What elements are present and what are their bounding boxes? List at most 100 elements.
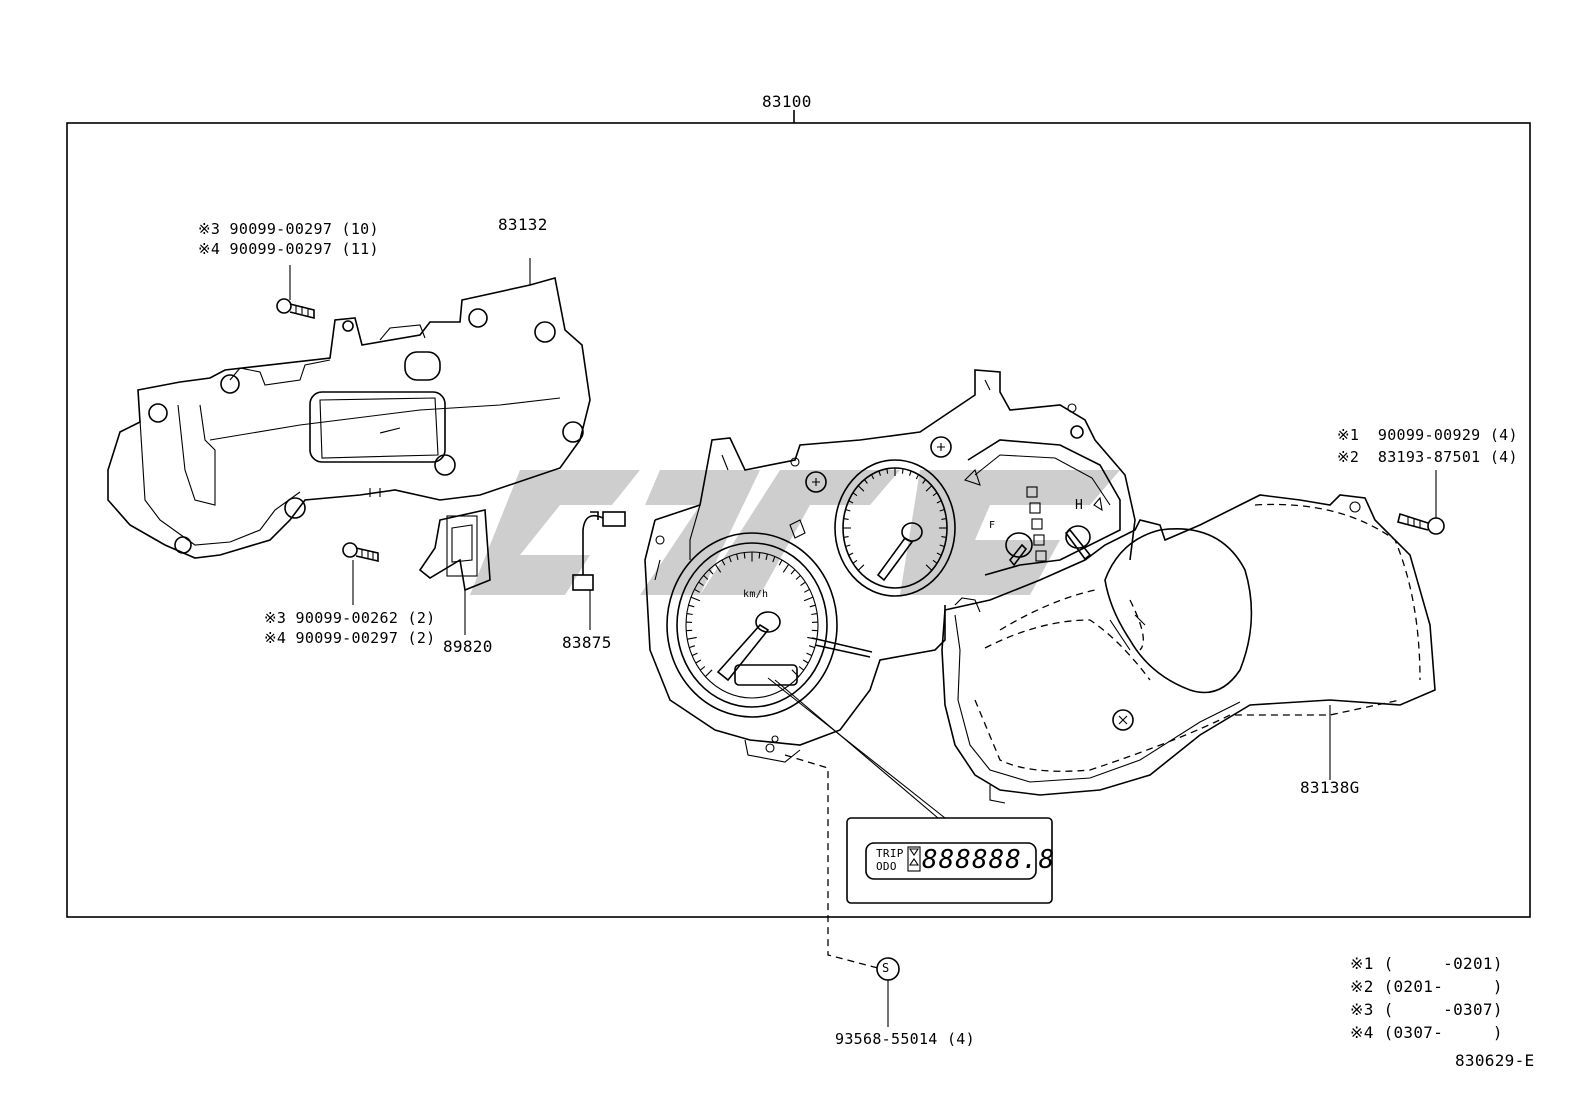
upper-case-part[interactable] bbox=[107, 258, 591, 559]
standard-part-symbol: S bbox=[882, 961, 890, 975]
gauge-tick bbox=[743, 552, 746, 559]
gauge-tick bbox=[925, 485, 933, 492]
gauge-tick bbox=[863, 479, 868, 484]
gauge-tick bbox=[714, 563, 722, 573]
gauge-tick bbox=[804, 588, 810, 593]
gauge-tick bbox=[772, 556, 776, 563]
speedometer-ticks bbox=[686, 552, 818, 677]
gauge-tick bbox=[782, 563, 790, 573]
gauge-tick bbox=[857, 564, 865, 571]
gauge-tick bbox=[852, 559, 858, 564]
gauge-tick bbox=[803, 596, 814, 602]
gauge-tick bbox=[852, 492, 858, 497]
gauge-tick bbox=[708, 569, 714, 575]
top-screw-callout-2[interactable]: ※4 90099-00297 (11) bbox=[198, 240, 379, 258]
resistor-part[interactable] bbox=[418, 509, 491, 635]
gauge-tick bbox=[689, 645, 696, 649]
gauge-tick bbox=[686, 613, 693, 616]
gauge-tick bbox=[802, 659, 809, 664]
gauge-tick bbox=[932, 492, 938, 497]
gauge-tick bbox=[758, 552, 761, 559]
gauge-tick bbox=[790, 569, 796, 575]
top-screw-callout-1[interactable]: ※3 90099-00297 (10) bbox=[198, 220, 379, 238]
gauge-tick bbox=[941, 536, 947, 538]
standard-part-leader bbox=[784, 754, 900, 1027]
gauge-tick bbox=[936, 552, 942, 556]
gauge-tick bbox=[848, 552, 854, 556]
gauge-tick bbox=[845, 508, 851, 512]
assembly-frame bbox=[66, 110, 1531, 918]
gauge-tick bbox=[922, 479, 927, 484]
right-screw[interactable] bbox=[1397, 470, 1445, 535]
mid-screw-callout-1[interactable]: ※3 90099-00262 (2) bbox=[264, 609, 436, 627]
watermark-logo bbox=[470, 470, 1120, 595]
gauge-tick bbox=[765, 553, 768, 561]
fuel-level-blocks bbox=[1026, 486, 1047, 562]
upper-case-label[interactable]: 83132 bbox=[498, 215, 548, 234]
wire-connector-label[interactable]: 83875 bbox=[562, 633, 612, 652]
footnote-1: ※1 ( -0201) bbox=[1350, 954, 1503, 973]
gauge-tick bbox=[908, 470, 912, 476]
gauge-tick bbox=[704, 669, 713, 677]
gauge-tick bbox=[728, 556, 732, 563]
gauge-tick bbox=[795, 574, 801, 580]
gauge-tick bbox=[691, 652, 698, 657]
gauge-tick bbox=[808, 645, 815, 649]
wire-connector-part[interactable] bbox=[572, 511, 626, 630]
gauge-tick bbox=[843, 536, 849, 538]
temp-hot-mark: H bbox=[1075, 498, 1084, 513]
gauge-tick bbox=[932, 559, 938, 564]
fuel-mark: F bbox=[989, 520, 996, 531]
cover-part[interactable] bbox=[941, 494, 1436, 804]
gauge-tick bbox=[690, 596, 701, 602]
gauge-tick bbox=[878, 470, 882, 476]
footnote-4: ※4 (0307- ) bbox=[1350, 1023, 1503, 1042]
assembly-number-label[interactable]: 83100 bbox=[762, 92, 812, 111]
gauge-tick bbox=[778, 559, 783, 566]
gauge-tick bbox=[845, 544, 851, 548]
gauge-tick bbox=[939, 508, 945, 512]
gauge-tick bbox=[736, 553, 739, 561]
top-screw[interactable] bbox=[276, 265, 315, 320]
right-screw-callout-1[interactable]: ※1 90099-00929 (4) bbox=[1337, 426, 1518, 444]
gauge-tick bbox=[925, 564, 933, 571]
gauge-tick bbox=[694, 588, 700, 593]
gauge-tick bbox=[798, 666, 805, 671]
speedometer-unit-label: km/h bbox=[743, 589, 769, 600]
tachometer-ticks bbox=[843, 468, 947, 571]
gauge-tick bbox=[936, 500, 942, 504]
gauge-tick bbox=[688, 604, 695, 608]
gauge-tick bbox=[809, 604, 816, 608]
gauge-tick bbox=[901, 468, 904, 474]
gauge-tick bbox=[870, 474, 875, 480]
gauge-tick bbox=[800, 581, 806, 587]
gauge-tick bbox=[695, 659, 702, 664]
footnote-3: ※3 ( -0307) bbox=[1350, 1000, 1503, 1019]
gauge-tick bbox=[915, 474, 920, 480]
mid-screw[interactable] bbox=[342, 542, 379, 605]
right-screw-callout-2[interactable]: ※2 83193-87501 (4) bbox=[1337, 448, 1518, 466]
gauge-tick bbox=[703, 574, 709, 580]
gauge-tick bbox=[687, 636, 697, 640]
odometer-detail-box bbox=[767, 677, 1053, 904]
gauge-tick bbox=[857, 485, 865, 492]
standard-part-label[interactable]: 93568-55014 (4) bbox=[835, 1030, 975, 1048]
mid-screw-callout-2[interactable]: ※4 90099-00297 (2) bbox=[264, 629, 436, 647]
gauge-tick bbox=[698, 581, 704, 587]
odometer-digits: 888888.8 bbox=[922, 845, 1056, 875]
cover-label[interactable]: 83138G bbox=[1300, 778, 1360, 797]
gauge-cluster-body[interactable] bbox=[644, 369, 1136, 763]
gauge-tick bbox=[721, 559, 726, 566]
footnote-2: ※2 (0201- ) bbox=[1350, 977, 1503, 996]
drawing-code-label: 830629-E bbox=[1455, 1051, 1535, 1070]
gauge-tick bbox=[886, 468, 889, 474]
gauge-tick bbox=[699, 666, 706, 671]
gauge-tick bbox=[806, 652, 813, 657]
gauge-tick bbox=[848, 500, 854, 504]
resistor-label[interactable]: 89820 bbox=[443, 637, 493, 656]
odometer-odo-label: ODO bbox=[876, 860, 897, 873]
gauge-tick bbox=[941, 518, 947, 520]
gauge-tick bbox=[843, 518, 849, 520]
